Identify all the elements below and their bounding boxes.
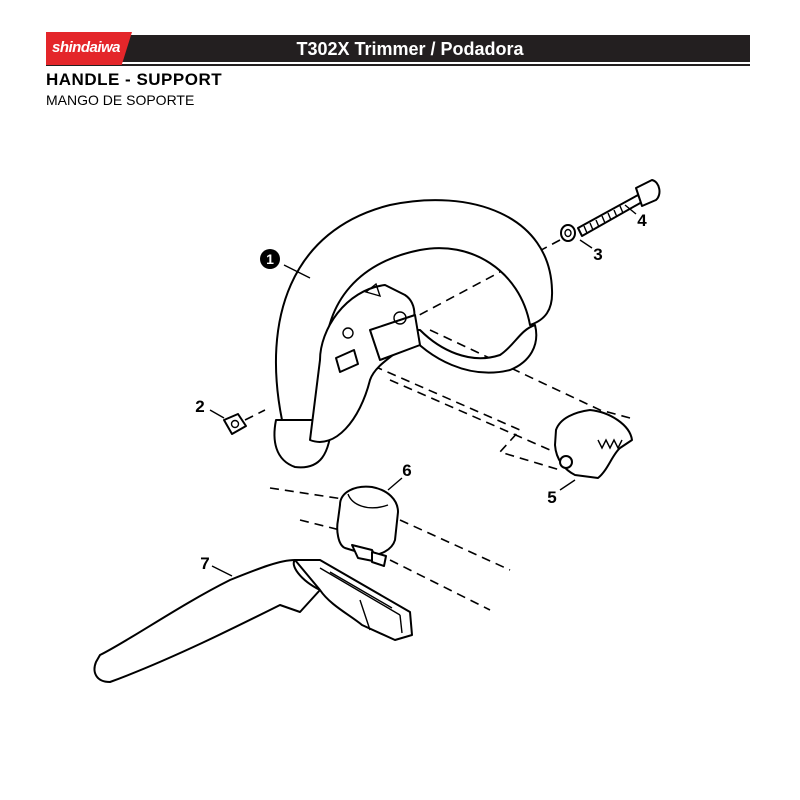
assembly-line-shaft-upper [399,519,511,571]
header-bar [46,35,750,62]
assembly-line-clamp-low [389,379,551,451]
callout-1-circle [260,249,280,269]
handle-side-hole [342,327,354,339]
section-subtitle: MANGO DE SOPORTE [46,92,195,108]
section-title: HANDLE - SUPPORT [46,70,223,89]
handle-part [273,199,554,469]
shaft-clamp-lug [371,551,387,567]
callout-5: 5 [547,488,556,507]
handle-clamp-teeth [597,438,623,450]
handle-mount-block [369,314,421,361]
shaft-clamp-ring [347,493,389,509]
assembly-line-nut [244,409,266,421]
callout-1: 1 [266,251,274,267]
handle-clamp-part [554,409,633,479]
support-bracket-rail [294,559,413,641]
callout-4: 4 [637,211,647,230]
callout-3: 3 [593,245,602,264]
shaft-clamp-body [336,485,399,557]
assembly-lines [244,239,631,611]
callout-leaders [209,204,637,577]
handle-mount-hole [393,311,407,325]
square-nut-part [223,413,247,435]
assembly-line-bolt [409,239,561,321]
callout-labels: 1 2 3 4 5 6 7 [195,211,647,573]
support-bracket-arm [93,559,321,683]
bolt-threads [583,205,624,234]
brand-logo-text: shindaiwa [52,39,121,56]
handle-inner-rib [404,324,538,374]
leader-2 [209,409,225,419]
page-title: T302X Trimmer / Podadora [296,39,524,59]
header-rule [46,64,750,66]
bolt-head [635,179,661,207]
assembly-line-shaft-top [269,487,351,501]
support-bracket-slot [319,567,401,631]
assembly-line-shaft-left [299,519,341,531]
leader-7 [211,565,233,577]
bolt-shank [577,194,643,237]
assembly-line-shaft-lower [389,559,491,611]
washer-part [560,224,576,242]
leader-6 [387,477,403,491]
brand-logo: shindaiwa [46,32,132,65]
leader-1 [283,264,311,279]
leader-5 [559,479,576,491]
leader-4 [624,204,637,215]
support-bracket-notch [399,614,403,634]
shaft-clamp-part [336,485,399,567]
assembly-line-clamp-top [429,329,631,419]
handle-clamp-boss [559,455,573,469]
callout-7: 7 [200,554,209,573]
handle-nut-pocket [335,349,359,373]
bolt-part [577,179,661,237]
handle-arrow-mark [364,282,382,298]
callout-2: 2 [195,397,204,416]
washer-outer [560,224,576,242]
square-nut-body [223,413,247,435]
callout-6: 6 [402,461,411,480]
support-bracket-part [93,559,413,683]
square-nut-hole [230,419,240,429]
washer-inner [564,228,572,238]
leader-3 [579,239,593,249]
